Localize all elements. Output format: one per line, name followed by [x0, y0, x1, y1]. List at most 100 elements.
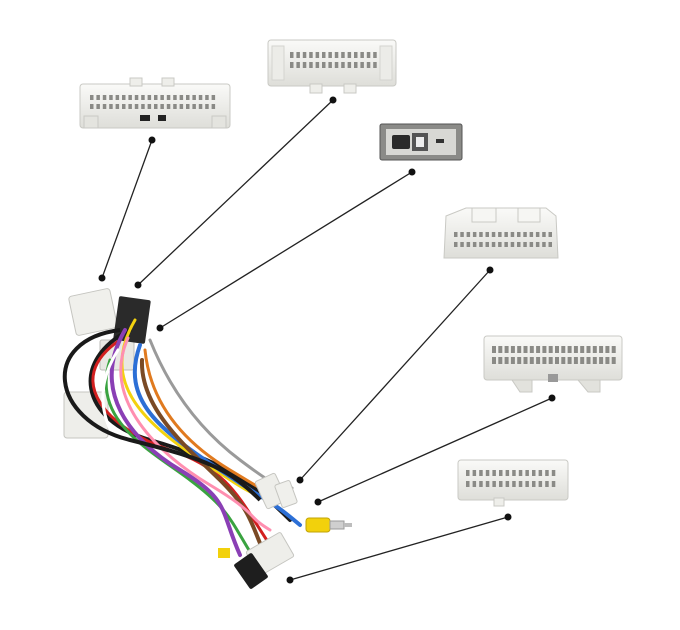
pin-hole: [517, 232, 521, 237]
leader-dot-icon: [408, 168, 416, 176]
pin-hole: [198, 95, 203, 100]
pin-hole: [510, 232, 515, 237]
pin-hole: [115, 104, 120, 109]
pin-hole: [373, 62, 377, 68]
pin-hole: [510, 346, 515, 353]
pin-hole: [592, 346, 597, 353]
pin-hole: [492, 470, 496, 476]
pin-hole: [472, 242, 477, 247]
pin-hole: [296, 62, 300, 68]
pin-hole: [586, 346, 591, 353]
wire: [104, 358, 257, 562]
pin-hole: [485, 242, 489, 247]
connector-icon: [457, 459, 569, 507]
pin-hole: [290, 62, 294, 68]
pin-hole: [109, 95, 113, 100]
pin-hole: [567, 357, 572, 364]
pin-hole: [542, 232, 546, 237]
pin-hole: [186, 95, 190, 100]
pin-hole: [504, 357, 509, 364]
pin-hole: [360, 52, 364, 58]
pin-hole: [536, 357, 541, 364]
pin-hole: [499, 481, 503, 487]
pin-hole: [472, 470, 477, 476]
pin-hole: [529, 232, 534, 237]
pin-hole: [211, 95, 216, 100]
pin-hole: [536, 346, 541, 353]
pin-hole: [542, 357, 547, 364]
pin-hole: [499, 470, 503, 476]
leader-line-1: [101, 139, 153, 279]
pin-hole: [290, 52, 294, 58]
pin-hole: [173, 95, 177, 100]
pin-hole: [485, 232, 489, 237]
wire: [101, 348, 234, 572]
pin-hole: [115, 95, 120, 100]
pin-hole: [347, 62, 352, 68]
pin-hole: [538, 481, 543, 487]
pin-hole: [466, 470, 470, 476]
pin-hole: [166, 95, 171, 100]
pin-hole: [334, 62, 339, 68]
pin-hole: [341, 62, 345, 68]
pin-hole: [173, 104, 177, 109]
pin-hole: [90, 104, 94, 109]
pin-hole: [492, 346, 496, 353]
pin-hole: [548, 357, 553, 364]
pin-hole: [109, 104, 113, 109]
pin-hole: [485, 470, 490, 476]
pin-hole: [96, 104, 100, 109]
wire: [119, 336, 272, 532]
pin-hole: [366, 62, 371, 68]
pin-hole: [611, 346, 616, 353]
leader-dot-icon: [486, 266, 494, 274]
pin-hole: [561, 357, 566, 364]
pin-hole: [354, 52, 358, 58]
pin-hole: [525, 481, 529, 487]
pin-hole: [580, 357, 585, 364]
pin-hole: [561, 346, 566, 353]
pin-hole: [592, 357, 597, 364]
pin-hole: [479, 481, 483, 487]
pin-hole: [90, 95, 94, 100]
pin-hole: [466, 242, 471, 247]
pin-hole: [551, 481, 556, 487]
pin-hole: [479, 242, 483, 247]
pin-hole: [518, 481, 523, 487]
pin-hole: [141, 95, 145, 100]
pin-hole: [555, 346, 559, 353]
pin-hole: [102, 104, 107, 109]
leader-dot-icon: [504, 513, 512, 521]
leader-dot-icon: [548, 394, 556, 402]
pin-hole: [573, 346, 578, 353]
pin-hole: [466, 232, 471, 237]
pin-hole: [535, 242, 540, 247]
pin-hole: [147, 104, 152, 109]
pin-hole: [532, 481, 536, 487]
pin-hole: [548, 346, 553, 353]
pin-hole: [523, 242, 527, 247]
pin-hole: [302, 52, 307, 58]
pin-hole: [373, 52, 377, 58]
pin-hole: [334, 52, 339, 58]
pin-hole: [460, 232, 464, 237]
pin-hole: [354, 62, 358, 68]
pin-hole: [322, 52, 326, 58]
pin-hole: [517, 346, 522, 353]
pin-hole: [538, 470, 543, 476]
pin-hole: [518, 470, 523, 476]
pin-hole: [192, 95, 196, 100]
pin-hole: [192, 104, 196, 109]
pin-hole: [529, 346, 534, 353]
leader-dot-icon: [156, 324, 164, 332]
leader-line-4: [299, 269, 491, 481]
pin-hole: [466, 481, 470, 487]
pin-hole: [211, 104, 216, 109]
connector-icon: [483, 335, 623, 393]
pin-hole: [315, 62, 320, 68]
pin-hole: [498, 232, 502, 237]
pin-hole: [141, 104, 145, 109]
wire: [88, 328, 292, 522]
leader-dot-icon: [314, 498, 322, 506]
pin-hole: [512, 481, 516, 487]
